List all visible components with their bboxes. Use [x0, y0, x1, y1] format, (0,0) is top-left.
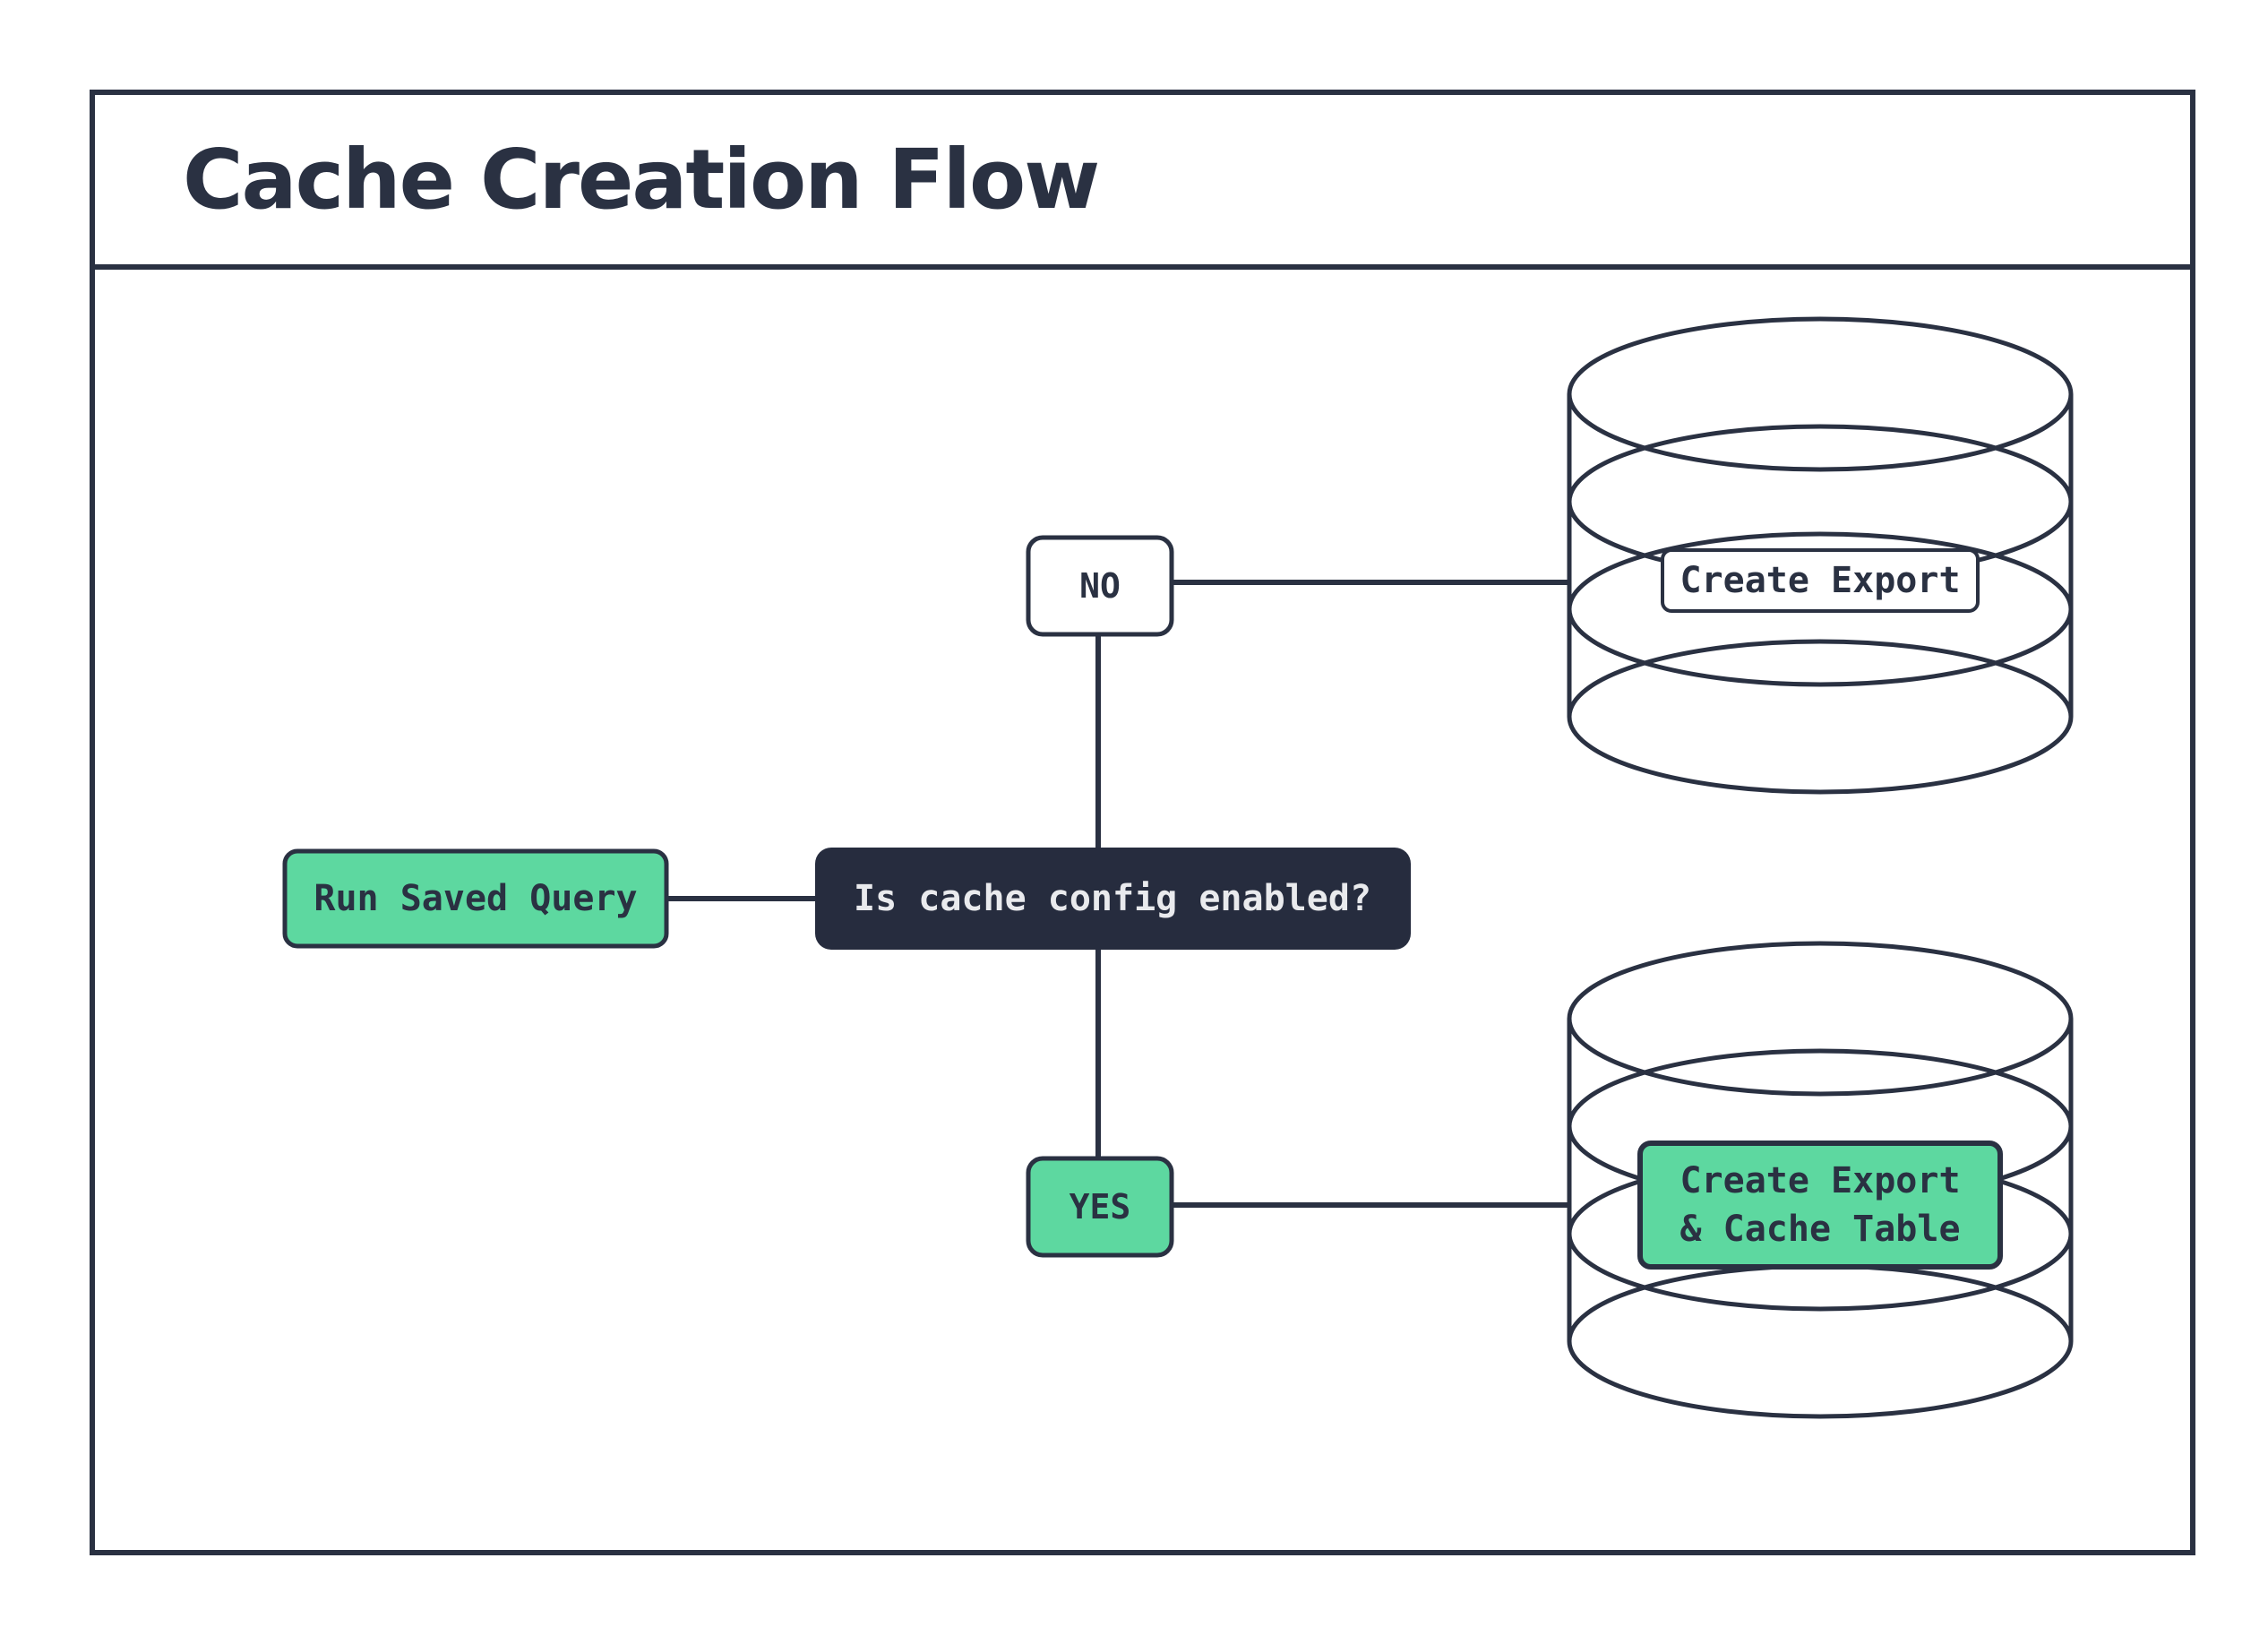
node-create-export-cache-table-label: Create Export & Cache Table — [1637, 1141, 2003, 1270]
node-run-saved-query: Run Saved Query — [282, 848, 669, 949]
run-saved-query-box — [282, 848, 669, 949]
cache-database-cylinder: Create Export & Cache Table — [1567, 941, 2074, 1419]
create-export-label-text: Create Export — [1680, 560, 1960, 601]
create-export-label-box — [1661, 548, 1980, 613]
node-question: Is cache config enabled? — [815, 848, 1411, 950]
run-saved-query-text: Run Saved Query — [314, 878, 637, 919]
export-database-cylinder: Create Export — [1567, 316, 2074, 795]
cache-table-label-line2: & Cache Table — [1680, 1209, 1960, 1250]
yes-text: YES — [1070, 1187, 1131, 1227]
node-no: NO — [1026, 535, 1174, 637]
diagram-title: Cache Creation Flow — [183, 132, 1098, 228]
cylinder-top-ellipse — [1567, 316, 2074, 472]
no-text: NO — [1079, 566, 1121, 606]
cache-table-label-line1: Create Export — [1680, 1160, 1960, 1201]
diagram-frame — [90, 90, 2195, 1555]
question-text: Is cache config enabled? — [854, 878, 1371, 919]
cache-table-label-box — [1637, 1141, 2003, 1270]
cylinder-disk-ellipse — [1567, 531, 2074, 687]
node-yes: YES — [1026, 1156, 1174, 1258]
yes-box — [1026, 1156, 1174, 1258]
no-box — [1026, 535, 1174, 637]
cylinder-bottom-ellipse — [1567, 639, 2074, 795]
node-create-export-label: Create Export — [1661, 548, 1980, 613]
question-box — [815, 848, 1411, 950]
cylinder-top-ellipse — [1567, 941, 2074, 1097]
